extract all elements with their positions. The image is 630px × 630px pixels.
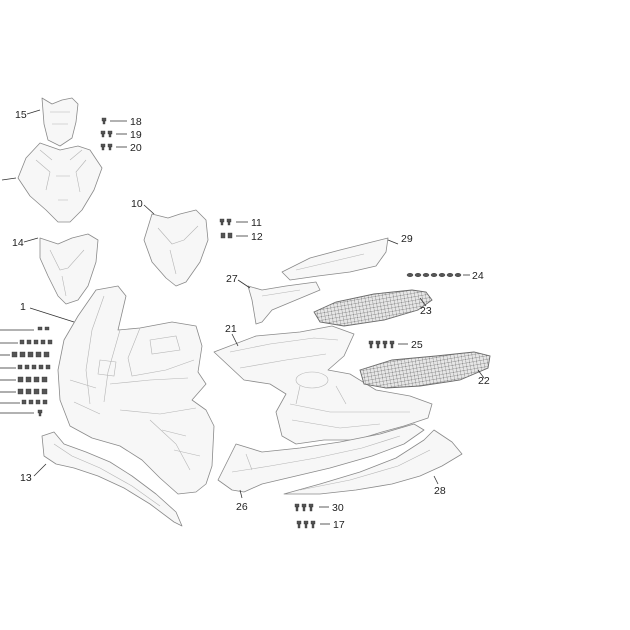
callout-15: 15 bbox=[15, 109, 27, 121]
callout-17: 17 bbox=[333, 519, 345, 531]
hardware-24[interactable] bbox=[406, 273, 462, 278]
part-21-floor-panel[interactable] bbox=[213, 325, 433, 445]
callout-11: 11 bbox=[251, 217, 262, 229]
callout-26: 26 bbox=[236, 501, 248, 513]
hardware-12[interactable] bbox=[220, 232, 233, 239]
callout-29: 29 bbox=[401, 233, 413, 245]
leader-27 bbox=[237, 279, 251, 289]
hardware-11[interactable] bbox=[219, 218, 232, 226]
leader-21 bbox=[231, 333, 239, 347]
part-1-front-fairing[interactable] bbox=[57, 285, 215, 495]
leader-29 bbox=[387, 239, 399, 245]
part-28-right-side-skirt[interactable] bbox=[283, 429, 463, 495]
part-22-floor-mat[interactable] bbox=[359, 351, 491, 389]
part-29-upper-side-trim[interactable] bbox=[281, 237, 389, 281]
callout-22: 22 bbox=[478, 375, 490, 387]
callout-27: 27 bbox=[226, 273, 238, 285]
leader-13 bbox=[33, 463, 47, 477]
callout-30: 30 bbox=[332, 502, 344, 514]
part-15-upper-cover[interactable] bbox=[41, 97, 79, 147]
hardware-column-left[interactable] bbox=[0, 326, 53, 417]
callout-10: 10 bbox=[131, 198, 143, 210]
leader-16 bbox=[1, 177, 17, 181]
callout-19: 19 bbox=[130, 129, 142, 141]
part-26-left-side-skirt[interactable] bbox=[217, 423, 425, 493]
hardware-17[interactable] bbox=[296, 520, 316, 529]
callout-23: 23 bbox=[420, 305, 432, 317]
hardware-18[interactable] bbox=[101, 117, 107, 125]
leader-28 bbox=[433, 475, 439, 485]
callout-13: 13 bbox=[20, 472, 32, 484]
callout-25: 25 bbox=[411, 339, 423, 351]
leader-10 bbox=[143, 204, 155, 215]
hardware-25[interactable] bbox=[368, 340, 395, 349]
part-23-floor-mat[interactable] bbox=[313, 289, 433, 327]
hardware-19[interactable] bbox=[100, 130, 113, 138]
callout-14: 14 bbox=[12, 237, 24, 249]
part-13-lower-side-piece[interactable] bbox=[41, 431, 183, 527]
callout-18: 18 bbox=[130, 116, 142, 128]
leader-15 bbox=[26, 109, 41, 115]
callout-24: 24 bbox=[472, 270, 484, 282]
leader-1 bbox=[29, 307, 75, 323]
part-27-side-bracket[interactable] bbox=[247, 281, 321, 325]
hardware-30[interactable] bbox=[294, 503, 314, 512]
callout-28: 28 bbox=[434, 485, 446, 497]
leader-23 bbox=[419, 297, 427, 307]
callout-12: 12 bbox=[251, 231, 263, 243]
leader-14 bbox=[23, 237, 39, 243]
callout-1: 1 bbox=[20, 301, 26, 313]
leader-22 bbox=[477, 369, 485, 379]
part-16-headlight-housing[interactable] bbox=[17, 142, 103, 223]
callout-21: 21 bbox=[225, 323, 237, 335]
part-14-nose-cover[interactable] bbox=[39, 233, 99, 305]
part-10-front-cover[interactable] bbox=[143, 209, 209, 287]
callout-20: 20 bbox=[130, 142, 142, 154]
hardware-20[interactable] bbox=[100, 143, 113, 151]
leader-26 bbox=[239, 489, 243, 499]
